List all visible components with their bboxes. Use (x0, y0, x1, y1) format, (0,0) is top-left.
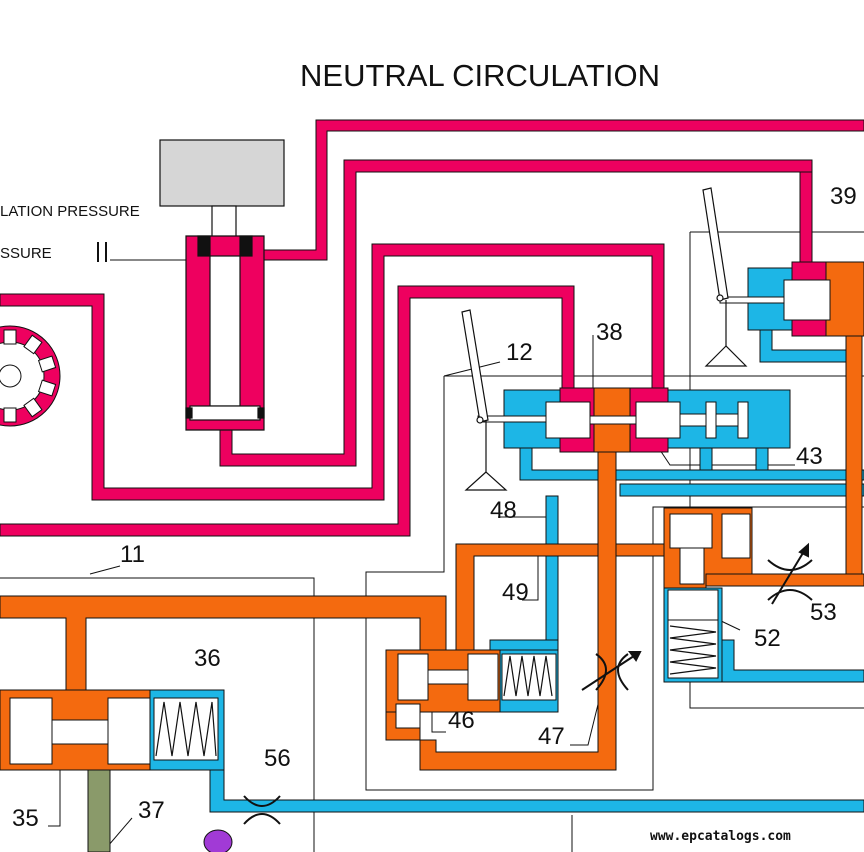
valve-52 (663, 507, 753, 683)
valve-39 (719, 261, 864, 337)
legend-line-1: LATION PRESSURE (0, 203, 140, 220)
label-52: 52 (754, 625, 781, 652)
label-11: 11 (120, 541, 145, 568)
pivot-triangle (704, 345, 748, 367)
label-49: 49 (502, 579, 529, 606)
label-56: 56 (264, 745, 291, 772)
pivot-triangle (464, 471, 508, 491)
actuator-cylinder (159, 139, 285, 431)
label-12: 12 (506, 339, 533, 366)
label-48: 48 (490, 497, 517, 524)
legend-line-2: SSURE (0, 245, 52, 262)
label-37: 37 (138, 797, 165, 824)
label-46: 46 (448, 707, 475, 734)
lever-12[interactable] (461, 309, 508, 491)
label-38: 38 (596, 319, 623, 346)
box-valve-12 (365, 376, 864, 791)
piston (189, 405, 261, 421)
diagram-title: NEUTRAL CIRCULATION (300, 58, 660, 93)
pump-gear (0, 325, 61, 427)
leader-49 (522, 555, 539, 601)
spring-icon (503, 655, 553, 697)
label-47: 47 (538, 723, 565, 750)
leader-37 (107, 817, 133, 847)
spool-valve-38 (477, 387, 791, 453)
watermark: www.epcatalogs.com (650, 829, 791, 844)
legend-symbol (97, 242, 107, 262)
label-39: 39 (830, 183, 857, 210)
box-valve-11 (0, 577, 315, 852)
spring-icon (669, 625, 717, 675)
valve-46 (385, 649, 559, 741)
label-43: 43 (796, 443, 823, 470)
actuator-head (159, 139, 285, 207)
label-36: 36 (194, 645, 221, 672)
label-35: 35 (12, 805, 39, 832)
orifice-47 (581, 651, 642, 691)
label-53: 53 (810, 599, 837, 626)
circulation-lines (0, 297, 864, 852)
gear-icon (0, 329, 57, 423)
check-ball (203, 829, 233, 852)
actuator-rod (211, 205, 237, 239)
spring-icon (155, 701, 217, 757)
valve-35 (0, 689, 233, 852)
orifice-53 (767, 542, 813, 605)
leader-11 (89, 565, 121, 575)
orifices (243, 542, 813, 825)
lever-39[interactable] (702, 187, 748, 367)
orifice-56 (243, 795, 281, 825)
